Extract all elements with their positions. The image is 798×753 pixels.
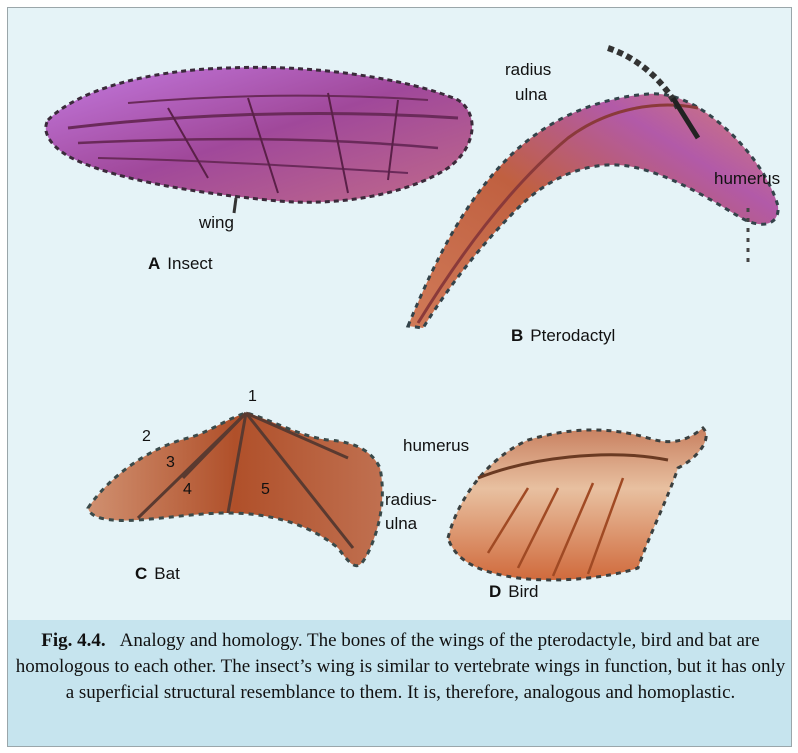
bat-digit-5: 5 [261,481,270,499]
caption-text: Analogy and homology. The bones of the w… [16,630,786,703]
panel-a-title: A Insect [148,254,213,274]
bat-digit-2: 2 [142,428,151,446]
insect-wing-label: wing [199,213,234,233]
panel-b-name: Pterodactyl [530,326,615,345]
bat-digit-4: 4 [183,481,192,499]
bird-wing [448,428,706,580]
wing-illustrations [8,8,792,628]
figure-panel: wing A Insect radius ulna humerus B Pterod… [7,7,792,747]
pterodactyl-humerus-label: humerus [714,169,780,189]
panel-c-name: Bat [154,564,180,583]
panel-c-letter: C [135,564,147,583]
pterodactyl-ulna-label: ulna [515,85,547,105]
insect-wing [46,67,472,213]
bird-ulna-label: ulna [385,514,417,534]
caption-figure-label: Fig. 4.4. [41,630,105,651]
panel-b-letter: B [511,326,523,345]
pterodactyl-radius-label: radius [505,60,551,80]
bat-digit-3: 3 [166,454,175,472]
panel-b-title: B Pterodactyl [511,326,615,346]
bird-radius-label: radius- [385,490,437,510]
panel-c-title: C Bat [135,564,180,584]
bird-humerus-label: humerus [403,436,469,456]
bat-digit-1: 1 [248,388,257,406]
figure-caption: Fig. 4.4.Analogy and homology. The bones… [14,628,787,706]
panel-d-name: Bird [508,582,538,601]
panel-d-title: D Bird [489,582,539,602]
bat-wing [88,413,382,566]
panel-d-letter: D [489,582,501,601]
panel-a-name: Insect [167,254,212,273]
panel-a-letter: A [148,254,160,273]
